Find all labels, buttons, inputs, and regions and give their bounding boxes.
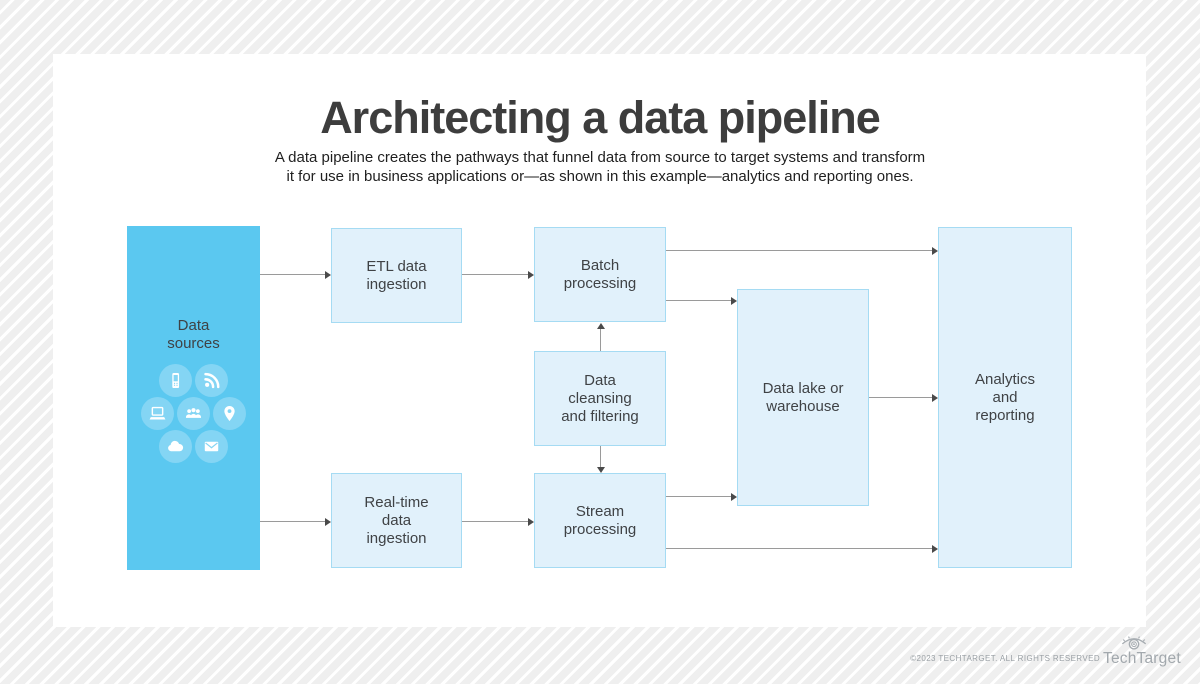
arrow-data-sources-to-etl xyxy=(260,270,331,279)
arrow-data-sources-to-realtime xyxy=(260,517,331,526)
node-label: Stream processing xyxy=(563,502,637,538)
cloud-icon xyxy=(159,430,192,463)
node-stream-processing: Stream processing xyxy=(534,473,666,568)
copyright-text: ©2023 TECHTARGET. ALL RIGHTS RESERVED xyxy=(910,654,1100,663)
node-etl-data-ingestion: ETL data ingestion xyxy=(331,228,462,323)
node-batch-processing: Batch processing xyxy=(534,227,666,322)
arrow-batch-to-analytics xyxy=(666,246,938,255)
user-group-icon xyxy=(177,397,210,430)
node-label: Data sources xyxy=(167,317,220,352)
node-real-time-data-ingestion: Real-time data ingestion xyxy=(331,473,462,568)
node-label: Real-time data ingestion xyxy=(364,493,429,547)
mobile-phone-icon xyxy=(159,364,192,397)
node-label: Data lake or warehouse xyxy=(762,379,844,415)
arrow-realtime-to-stream xyxy=(462,517,534,526)
node-analytics-and-reporting: Analytics and reporting xyxy=(938,227,1072,568)
page-title: Architecting a data pipeline xyxy=(320,92,881,143)
node-data-cleansing-and-filtering: Data cleansing and filtering xyxy=(534,351,666,446)
rss-feed-icon xyxy=(195,364,228,397)
arrow-stream-to-datalake xyxy=(666,492,737,501)
techtarget-logo: TechTarget xyxy=(1103,634,1181,670)
data-source-icons xyxy=(141,364,246,463)
page-subtitle: A data pipeline creates the pathways tha… xyxy=(274,149,926,185)
node-data-lake-or-warehouse: Data lake or warehouse xyxy=(737,289,869,506)
arrow-cleansing-to-batch xyxy=(596,323,605,351)
arrow-etl-to-batch xyxy=(462,270,534,279)
laptop-icon xyxy=(141,397,174,430)
node-label: Analytics and reporting xyxy=(974,370,1036,424)
techtarget-eye-icon xyxy=(1121,636,1147,650)
node-label: Data cleansing and filtering xyxy=(561,371,639,425)
node-label: ETL data ingestion xyxy=(366,257,427,293)
arrow-stream-to-analytics xyxy=(666,544,938,553)
email-icon xyxy=(195,430,228,463)
node-data-sources: Data sources xyxy=(127,226,260,570)
node-label: Batch processing xyxy=(563,256,637,292)
arrow-cleansing-to-stream xyxy=(596,446,605,473)
location-pin-icon xyxy=(213,397,246,430)
techtarget-wordmark: TechTarget xyxy=(1103,650,1181,667)
arrow-datalake-to-analytics xyxy=(869,393,938,402)
arrow-batch-to-datalake xyxy=(666,296,737,305)
